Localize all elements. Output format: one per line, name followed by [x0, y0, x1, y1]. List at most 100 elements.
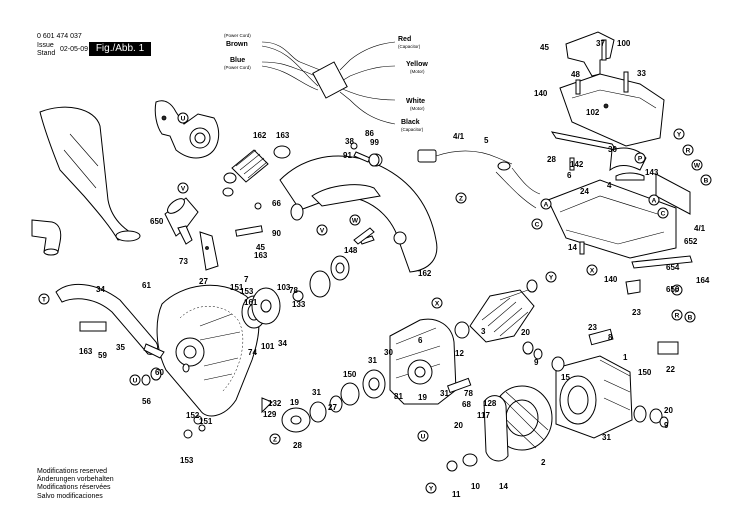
blue-sub: (Power Cord) [224, 65, 251, 70]
svg-text:150: 150 [343, 370, 357, 379]
power-cord [417, 149, 541, 209]
svg-text:163: 163 [276, 131, 290, 140]
svg-text:3: 3 [481, 327, 486, 336]
svg-text:35: 35 [116, 343, 125, 352]
note-es: Salvo modificaciones [37, 492, 103, 500]
svg-text:28: 28 [547, 155, 556, 164]
callout-r2: R [671, 309, 683, 321]
svg-text:31: 31 [312, 388, 321, 397]
svg-text:W: W [694, 163, 701, 170]
callout-x1: X [431, 297, 443, 309]
svg-text:152: 152 [186, 411, 200, 420]
svg-text:W: W [352, 218, 359, 225]
issue-label: Issue [37, 42, 54, 49]
lower-blade-guard [156, 284, 260, 417]
svg-text:78: 78 [289, 286, 298, 295]
chute-bracket [199, 231, 219, 271]
dust-elbow [31, 219, 62, 256]
svg-text:142: 142 [570, 160, 584, 169]
svg-text:T: T [42, 297, 46, 304]
note-fr: Modifications réservées [37, 484, 111, 492]
svg-text:4/1: 4/1 [694, 224, 706, 233]
svg-text:153: 153 [180, 456, 194, 465]
return-spring [222, 145, 291, 197]
svg-text:11: 11 [452, 490, 461, 499]
svg-text:8: 8 [608, 333, 613, 342]
svg-text:2: 2 [541, 458, 546, 467]
svg-text:22: 22 [666, 365, 675, 374]
small-hardware [235, 142, 380, 245]
note-de: Änderungen vorbehalten [37, 476, 114, 484]
svg-text:V: V [320, 228, 325, 235]
svg-text:U: U [133, 378, 138, 385]
callout-u1: U [129, 374, 141, 386]
svg-text:37: 37 [596, 39, 605, 48]
svg-text:1: 1 [623, 353, 628, 362]
svg-text:30: 30 [384, 348, 393, 357]
brown-label: Brown [226, 41, 248, 48]
svg-text:102: 102 [586, 108, 600, 117]
svg-text:R: R [675, 313, 680, 320]
callout-z1: Z [455, 192, 467, 204]
circle-callouts: U V T U Z V W X Y U Z Y A C A C X Y R W … [38, 112, 712, 494]
svg-text:91: 91 [343, 151, 352, 160]
svg-text:C: C [661, 211, 666, 218]
svg-text:B: B [688, 315, 693, 322]
callout-y1: Y [545, 271, 557, 283]
callout-b2: B [684, 311, 696, 323]
svg-text:99: 99 [370, 138, 379, 147]
field-coil [483, 385, 553, 462]
svg-text:6: 6 [567, 171, 572, 180]
svg-text:140: 140 [534, 89, 548, 98]
callout-t1: T [38, 293, 50, 305]
svg-text:38: 38 [345, 137, 354, 146]
svg-text:A: A [544, 202, 549, 209]
svg-text:5: 5 [484, 136, 489, 145]
yellow-sub: (Motor) [410, 69, 425, 74]
svg-text:117: 117 [477, 411, 490, 420]
svg-text:34: 34 [278, 339, 287, 348]
guard-arm [154, 100, 220, 159]
drawing-number: 0 601 474 037 [37, 33, 82, 40]
svg-text:101: 101 [261, 342, 275, 351]
svg-text:650: 650 [150, 217, 164, 226]
svg-text:Y: Y [677, 132, 682, 139]
svg-text:68: 68 [462, 400, 471, 409]
left-fasteners [141, 363, 206, 439]
svg-text:33: 33 [637, 69, 646, 78]
svg-text:10: 10 [471, 482, 480, 491]
svg-text:78: 78 [464, 389, 473, 398]
svg-text:162: 162 [418, 269, 432, 278]
callout-w3: W [691, 159, 703, 171]
svg-text:4: 4 [607, 181, 612, 190]
svg-text:28: 28 [293, 441, 302, 450]
svg-text:162: 162 [253, 131, 267, 140]
svg-text:90: 90 [272, 229, 281, 238]
svg-text:27: 27 [199, 277, 208, 286]
svg-text:X: X [590, 268, 595, 275]
modification-notes: Modifications reserved Änderungen vorbeh… [37, 468, 114, 501]
callout-w2: W [349, 214, 361, 226]
svg-text:B: B [704, 178, 709, 185]
guard-link-arm [55, 283, 165, 359]
wire-labels: (Power Cord) Brown Blue (Power Cord) Red… [224, 33, 428, 132]
svg-text:12: 12 [455, 349, 464, 358]
callout-y3: Y [673, 128, 685, 140]
svg-text:133: 133 [292, 300, 306, 309]
svg-text:60: 60 [155, 368, 164, 377]
svg-text:56: 56 [142, 397, 151, 406]
brush-parts [446, 341, 679, 472]
callout-p2: P [634, 152, 646, 164]
svg-text:163: 163 [254, 251, 268, 260]
svg-text:30: 30 [608, 145, 617, 154]
black-label: Black [401, 119, 420, 126]
svg-text:143: 143 [645, 168, 659, 177]
dust-bag [39, 106, 141, 242]
svg-text:140: 140 [604, 275, 618, 284]
svg-text:23: 23 [632, 308, 641, 317]
arbor-hardware [241, 227, 386, 433]
svg-text:45: 45 [540, 43, 549, 52]
svg-text:45: 45 [256, 243, 265, 252]
